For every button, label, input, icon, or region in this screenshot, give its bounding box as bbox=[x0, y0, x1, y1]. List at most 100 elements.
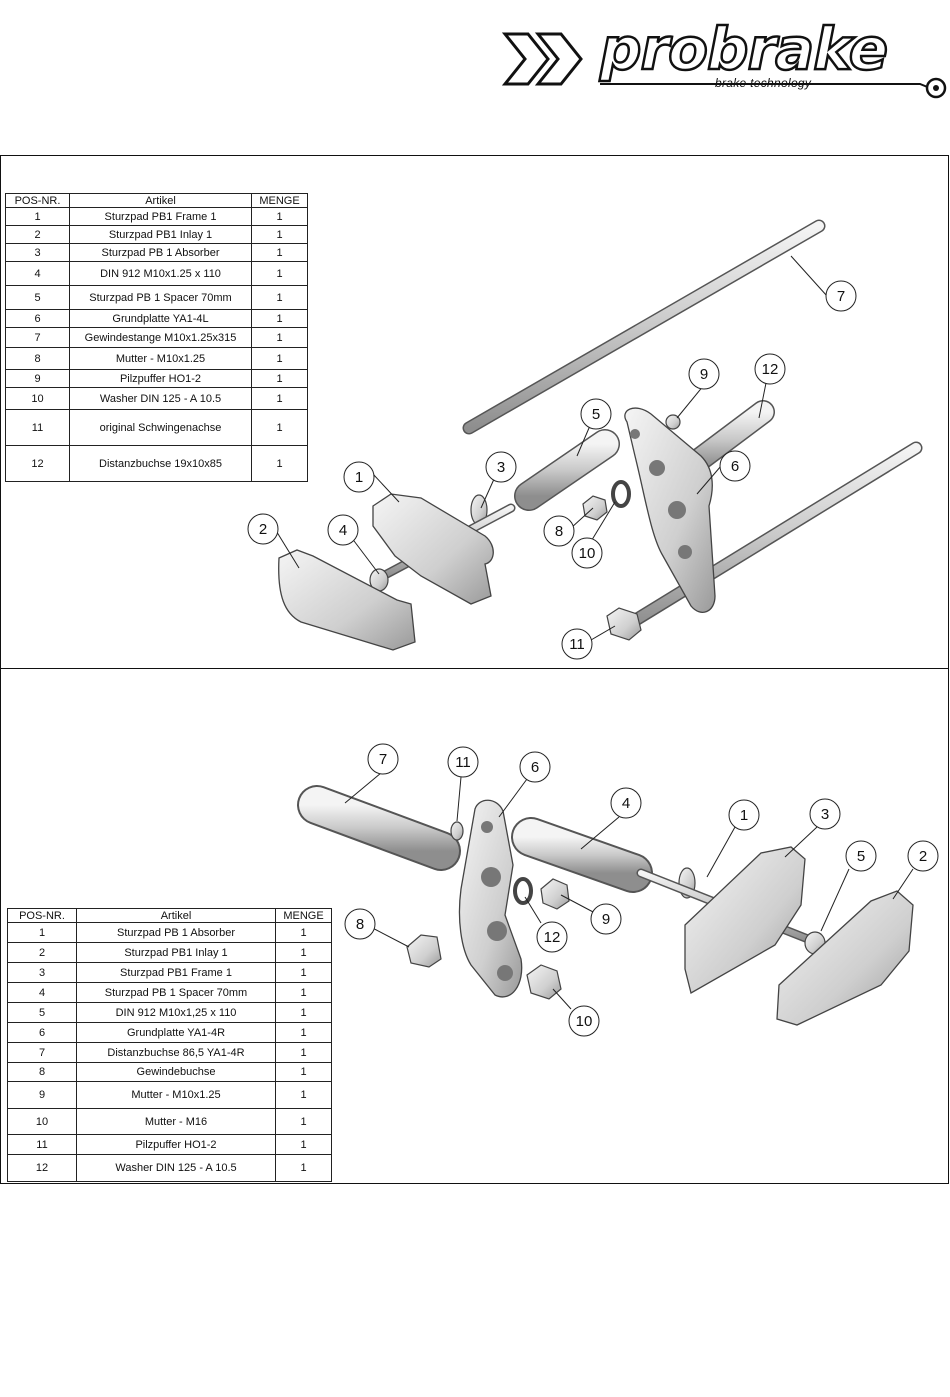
bom-cell-article: Gewindebuchse bbox=[76, 1062, 276, 1082]
bom-cell-article: Washer DIN 125 - A 10.5 bbox=[76, 1154, 276, 1182]
callout-3: 3 bbox=[821, 806, 829, 823]
bom-header-article: Artikel bbox=[76, 908, 276, 923]
bom-cell-pos: 3 bbox=[7, 962, 77, 983]
bom-cell-qty: 1 bbox=[251, 225, 308, 244]
callout-11: 11 bbox=[455, 754, 471, 771]
bom-cell-article: Sturzpad PB1 Frame 1 bbox=[69, 207, 252, 226]
callout-1: 1 bbox=[355, 469, 363, 486]
bom-cell-pos: 11 bbox=[5, 409, 70, 446]
bom-header-article: Artikel bbox=[69, 193, 252, 208]
bom-cell-pos: 4 bbox=[5, 261, 70, 286]
exploded-view-right: 7 11 6 4 1 3 5 2 8 9 12 10 bbox=[297, 743, 939, 1037]
callout-6: 6 bbox=[731, 458, 739, 475]
bom-cell-qty: 1 bbox=[275, 1134, 332, 1155]
bom-cell-pos: 10 bbox=[7, 1108, 77, 1135]
callout-12: 12 bbox=[544, 929, 561, 946]
bom-cell-qty: 1 bbox=[251, 445, 308, 482]
bom-cell-article: original Schwingenachse bbox=[69, 409, 252, 446]
callout-6: 6 bbox=[531, 759, 539, 776]
callout-5: 5 bbox=[857, 848, 865, 865]
bom-cell-qty: 1 bbox=[275, 922, 332, 943]
callout-2: 2 bbox=[919, 848, 927, 865]
bom-cell-article: DIN 912 M10x1,25 x 110 bbox=[76, 1002, 276, 1023]
bom-cell-pos: 5 bbox=[7, 1002, 77, 1023]
bom-cell-article: Sturzpad PB 1 Spacer 70mm bbox=[69, 285, 252, 310]
callout-7: 7 bbox=[379, 751, 387, 768]
bom-cell-article: Gewindestange M10x1.25x315 bbox=[69, 327, 252, 348]
brake-line-fitting-icon bbox=[925, 77, 947, 99]
bom-cell-qty: 1 bbox=[251, 387, 308, 410]
bom-cell-pos: 11 bbox=[7, 1134, 77, 1155]
callout-10: 10 bbox=[576, 1013, 593, 1030]
bom-cell-article: Sturzpad PB 1 Absorber bbox=[69, 243, 252, 262]
bom-cell-pos: 8 bbox=[7, 1062, 77, 1082]
bom-cell-pos: 6 bbox=[5, 309, 70, 328]
bom-cell-qty: 1 bbox=[275, 1108, 332, 1135]
bom-cell-article: Mutter - M10x1.25 bbox=[76, 1081, 276, 1109]
bom-cell-pos: 5 bbox=[5, 285, 70, 310]
callout-11: 11 bbox=[569, 636, 585, 653]
brand-tagline: brake technology bbox=[715, 76, 812, 90]
exploded-view-left: 7 9 12 5 6 3 1 2 4 8 10 11 bbox=[247, 219, 923, 660]
bom-cell-pos: 4 bbox=[7, 982, 77, 1003]
bom-cell-article: Distanzbuchse 19x10x85 bbox=[69, 445, 252, 482]
bom-header-row: POS-NR. Artikel MENGE bbox=[5, 193, 308, 208]
bom-cell-article: Grundplatte YA1-4L bbox=[69, 309, 252, 328]
callout-3: 3 bbox=[497, 459, 505, 476]
bom-cell-article: DIN 912 M10x1.25 x 110 bbox=[69, 261, 252, 286]
bom-cell-pos: 12 bbox=[7, 1154, 77, 1182]
bom-header-qty: MENGE bbox=[251, 193, 308, 208]
bom-cell-qty: 1 bbox=[275, 1062, 332, 1082]
bom-cell-article: Sturzpad PB1 Inlay 1 bbox=[69, 225, 252, 244]
bom-cell-article: Distanzbuchse 86,5 YA1-4R bbox=[76, 1042, 276, 1063]
bom-cell-pos: 10 bbox=[5, 387, 70, 410]
callout-4: 4 bbox=[622, 795, 630, 812]
callout-7: 7 bbox=[837, 288, 845, 305]
bom-cell-pos: 9 bbox=[7, 1081, 77, 1109]
bom-header-pos: POS-NR. bbox=[5, 193, 70, 208]
bom-cell-qty: 1 bbox=[275, 1081, 332, 1109]
callout-4: 4 bbox=[339, 522, 347, 539]
bom-cell-pos: 7 bbox=[7, 1042, 77, 1063]
bom-cell-article: Mutter - M10x1.25 bbox=[69, 347, 252, 370]
brand-logo: probrake brake technology bbox=[500, 19, 950, 106]
bom-header-qty: MENGE bbox=[275, 908, 332, 923]
bom-cell-qty: 1 bbox=[275, 982, 332, 1003]
bom-cell-pos: 2 bbox=[7, 942, 77, 963]
bom-cell-qty: 1 bbox=[251, 243, 308, 262]
callout-8: 8 bbox=[555, 523, 563, 540]
bom-cell-qty: 1 bbox=[251, 261, 308, 286]
bom-cell-article: Washer DIN 125 - A 10.5 bbox=[69, 387, 252, 410]
bom-cell-qty: 1 bbox=[251, 327, 308, 348]
bom-cell-article: Sturzpad PB 1 Spacer 70mm bbox=[76, 982, 276, 1003]
callout-9: 9 bbox=[700, 366, 708, 383]
callout-10: 10 bbox=[579, 545, 596, 562]
callout-12: 12 bbox=[762, 361, 779, 378]
bom-cell-qty: 1 bbox=[275, 1002, 332, 1023]
bom-cell-qty: 1 bbox=[251, 369, 308, 388]
bom-cell-pos: 6 bbox=[7, 1022, 77, 1043]
bom-cell-qty: 1 bbox=[275, 962, 332, 983]
bom-cell-qty: 1 bbox=[275, 1042, 332, 1063]
